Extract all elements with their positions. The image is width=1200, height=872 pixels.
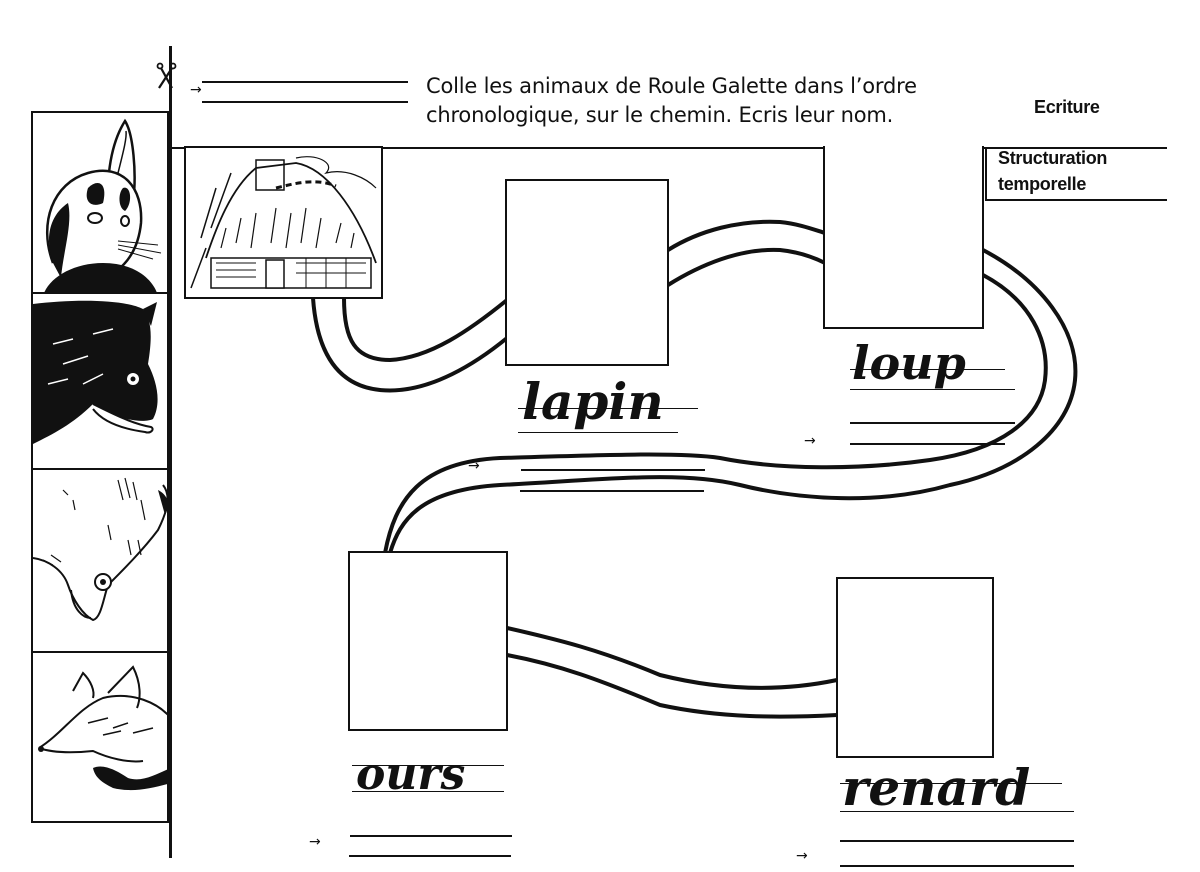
arrow-icon: → [468, 458, 480, 474]
model-word-ours: ours [356, 749, 466, 800]
tag-divider-vertical [985, 148, 987, 201]
paste-box-2[interactable] [823, 146, 984, 329]
fox-illustration [38, 665, 167, 791]
skill-tag-line-2: temporelle [998, 174, 1087, 194]
write-line-2[interactable] [850, 443, 1005, 445]
skill-tag-line-1: Structuration [998, 148, 1108, 168]
paste-box-4[interactable] [836, 577, 994, 758]
paste-box-1[interactable] [505, 179, 669, 366]
guide-line-bottom [518, 432, 678, 433]
wolf-illustration [33, 300, 158, 444]
model-word-lapin: lapin [522, 372, 664, 431]
write-line-2[interactable] [840, 865, 1074, 867]
instruction-line-2: chronologique, sur le chemin. Ecris leur… [426, 103, 894, 127]
tag-divider-bottom [985, 199, 1167, 201]
guide-line-bottom [352, 791, 504, 792]
model-word-renard: renard [842, 758, 1031, 817]
instruction-text: Colle les animaux de Roule Galette dans … [426, 72, 917, 130]
rabbit-illustration [44, 118, 162, 292]
guide-line-top [518, 408, 698, 409]
write-line-1[interactable] [350, 835, 512, 837]
name-line-bottom[interactable] [202, 101, 408, 103]
write-line-1[interactable] [840, 840, 1074, 842]
header-divider [172, 147, 1167, 149]
arrow-icon: → [796, 848, 808, 864]
write-line-2[interactable] [349, 855, 511, 857]
subject-tag: Ecriture [1034, 97, 1100, 117]
guide-line-top [850, 369, 1005, 370]
guide-line-top [352, 765, 504, 766]
guide-line-bottom [840, 811, 1074, 812]
cutout-wolf[interactable] [31, 292, 169, 470]
cottage-illustration [190, 156, 377, 289]
write-line-1[interactable] [521, 469, 705, 471]
arrow-icon: → [804, 433, 816, 449]
arrow-icon: → [309, 834, 321, 850]
instruction-line-1: Colle les animaux de Roule Galette dans … [426, 74, 917, 98]
guide-line-top [840, 783, 1062, 784]
write-line-2[interactable] [520, 490, 704, 492]
model-word-loup: loup [852, 336, 966, 390]
guide-line-bottom [850, 389, 1015, 390]
cut-line-vertical [169, 46, 172, 858]
write-line-1[interactable] [850, 422, 1015, 424]
paste-box-3[interactable] [348, 551, 508, 731]
start-cottage-picture [184, 146, 383, 299]
name-line-top [202, 81, 408, 83]
bear-illustration [33, 477, 167, 622]
name-arrow: → [190, 82, 202, 98]
cutout-fox[interactable] [31, 651, 169, 823]
cutout-rabbit[interactable] [31, 111, 169, 294]
scissors-icon [154, 62, 182, 92]
cutout-bear[interactable] [31, 468, 169, 653]
